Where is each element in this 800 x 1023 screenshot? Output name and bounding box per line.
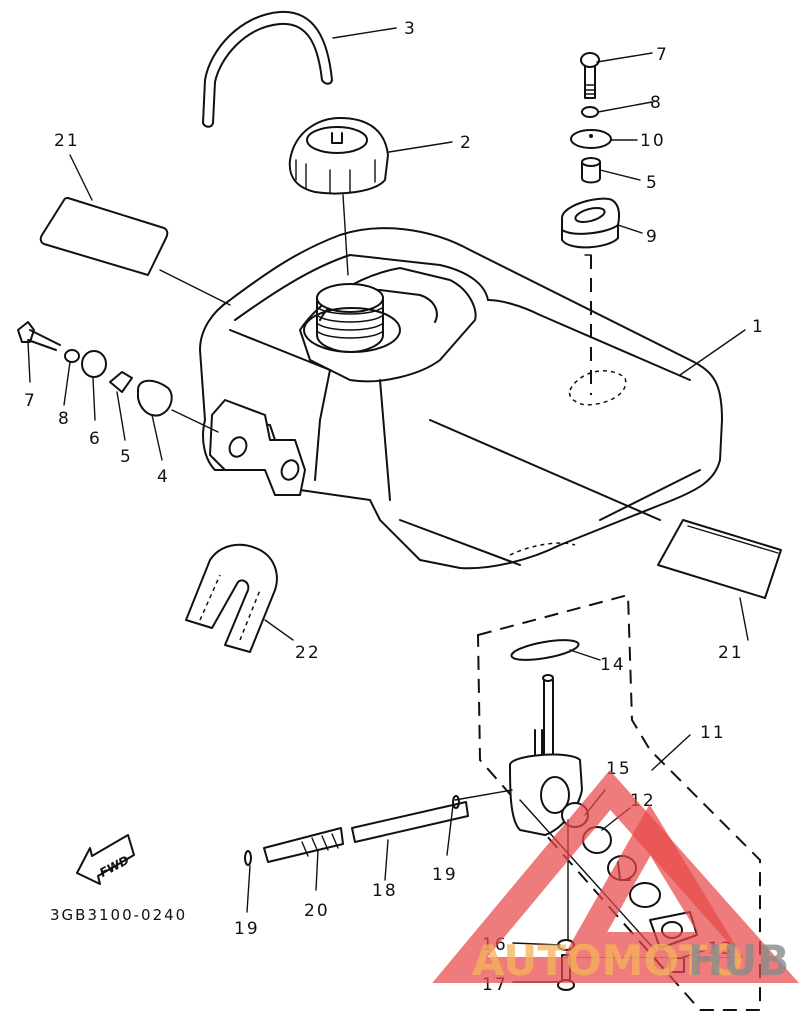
breather-hose[interactable] — [202, 10, 333, 128]
watermark-triangle-inner — [562, 804, 744, 958]
callout-3[interactable]: 3 — [404, 19, 417, 39]
callout-8-right[interactable]: 8 — [650, 93, 663, 113]
callout-18[interactable]: 18 — [372, 881, 398, 901]
right-mount-hardware[interactable] — [561, 52, 621, 249]
callout-2[interactable]: 2 — [460, 133, 473, 153]
fuel-cap[interactable] — [288, 117, 389, 276]
callout-8-left[interactable]: 8 — [58, 409, 71, 429]
callout-7-right[interactable]: 7 — [656, 45, 669, 65]
callout-22[interactable]: 22 — [295, 643, 321, 663]
callout-19-left[interactable]: 19 — [234, 919, 260, 939]
callout-7-left[interactable]: 7 — [24, 391, 37, 411]
fuel-tank[interactable] — [199, 227, 723, 570]
callout-11[interactable]: 11 — [700, 723, 726, 743]
callout-20[interactable]: 20 — [304, 901, 330, 921]
callout-19-right[interactable]: 19 — [432, 865, 458, 885]
callout-5-right[interactable]: 5 — [646, 173, 659, 193]
callout-21-right[interactable]: 21 — [718, 643, 744, 663]
callout-14[interactable]: 14 — [600, 655, 626, 675]
label-sticker-right[interactable] — [657, 519, 782, 599]
watermark: AUTOMOTO HUB — [432, 770, 799, 985]
label-sticker-left[interactable] — [39, 197, 231, 306]
callout-21-left[interactable]: 21 — [54, 131, 80, 151]
callout-4[interactable]: 4 — [157, 467, 170, 487]
left-mount-hardware[interactable] — [17, 321, 219, 433]
hose-guide[interactable] — [185, 543, 278, 653]
watermark-text-automoto: AUTOMOTO — [472, 936, 744, 985]
callout-6[interactable]: 6 — [89, 429, 102, 449]
callout-labels: 3 2 7 8 10 5 9 1 21 7 8 6 5 4 22 21 14 1… — [24, 19, 765, 995]
reference-code: 3GB3100-0240 — [50, 906, 187, 924]
watermark-text-hub: HUB — [688, 936, 789, 985]
fuel-hoses[interactable] — [244, 795, 469, 866]
callout-5-left[interactable]: 5 — [120, 447, 133, 467]
forward-direction-arrow: FWD — [76, 834, 135, 885]
callout-1[interactable]: 1 — [752, 317, 765, 337]
callout-10[interactable]: 10 — [640, 131, 666, 151]
callout-9[interactable]: 9 — [646, 227, 659, 247]
